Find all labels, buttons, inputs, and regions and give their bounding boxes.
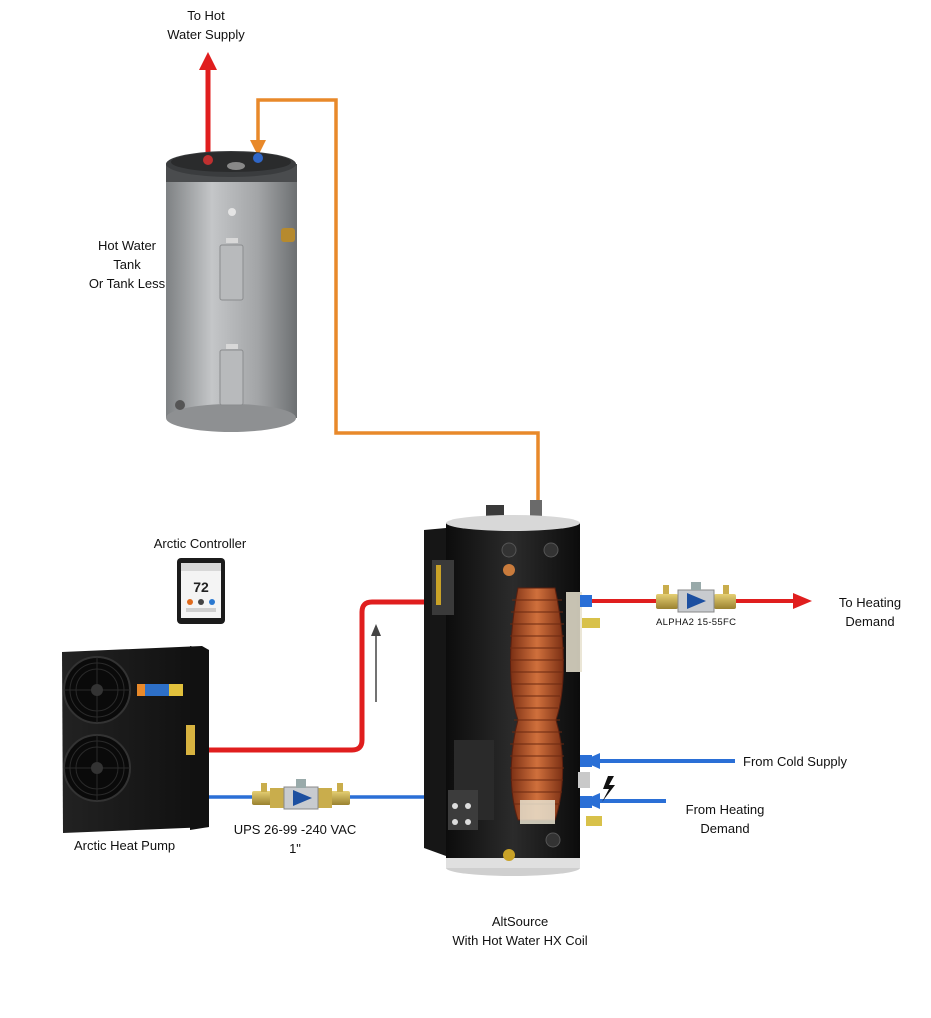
tank-line-1: Hot Water (97, 238, 157, 253)
altsource-line-2: With Hot Water HX Coil (452, 933, 588, 948)
ups-pump-label: UPS 26-99 -240 VAC 1" (230, 820, 360, 858)
heat-pump-supply-pipe (206, 599, 430, 753)
heating-demand-return-pipe (582, 793, 666, 809)
altsource-line-1: AltSource (491, 914, 549, 929)
arctic-heat-pump-label: Arctic Heat Pump (74, 838, 176, 853)
hot-supply-line-2: Water Supply (167, 27, 245, 42)
hot-water-tank (166, 151, 297, 432)
arctic-controller-label: Arctic Controller (153, 536, 247, 551)
tank-line-2: Tank (113, 257, 141, 272)
electrical-power-icon (602, 776, 615, 802)
from-heating-line-1: From Heating (685, 802, 765, 817)
alpha2-pump-label: ALPHA2 15-55FC (656, 617, 737, 628)
hot-water-tank-label: Hot Water Tank Or Tank Less (72, 236, 182, 293)
ups-pump-size: 1" (289, 841, 301, 856)
to-heating-demand-label: To Heating Demand (820, 593, 920, 631)
hot-water-supply-label: To Hot Water Supply (156, 6, 256, 44)
hot-water-supply-pipe (199, 52, 217, 158)
to-heating-line-2: Demand (845, 614, 895, 629)
altsource-label: AltSource With Hot Water HX Coil (430, 912, 610, 950)
cold-supply-label: From Cold Supply (743, 754, 848, 769)
from-heating-demand-label: From Heating Demand (670, 800, 780, 838)
arctic-heat-pump (62, 646, 209, 833)
ups-circulator-pump (252, 779, 350, 810)
arctic-controller: 72 (177, 558, 225, 624)
heat-pump-logo (137, 684, 183, 696)
from-heating-line-2: Demand (700, 821, 750, 836)
cold-supply-pipe (582, 753, 735, 769)
altsource-fittings (578, 595, 602, 826)
dhw-loop-pipe (250, 98, 540, 520)
controller-display-temp: 72 (193, 579, 209, 595)
fan-top-icon (63, 656, 131, 724)
hx-coil (510, 587, 582, 824)
ups-pump-model: UPS 26-99 -240 VAC (233, 822, 357, 837)
alpha2-circulator-pump (656, 582, 736, 613)
hot-supply-line-1: To Hot (187, 8, 225, 23)
tank-line-3: Or Tank Less (88, 276, 166, 291)
fan-bottom-icon (63, 734, 131, 802)
to-heating-line-1: To Heating (838, 595, 902, 610)
